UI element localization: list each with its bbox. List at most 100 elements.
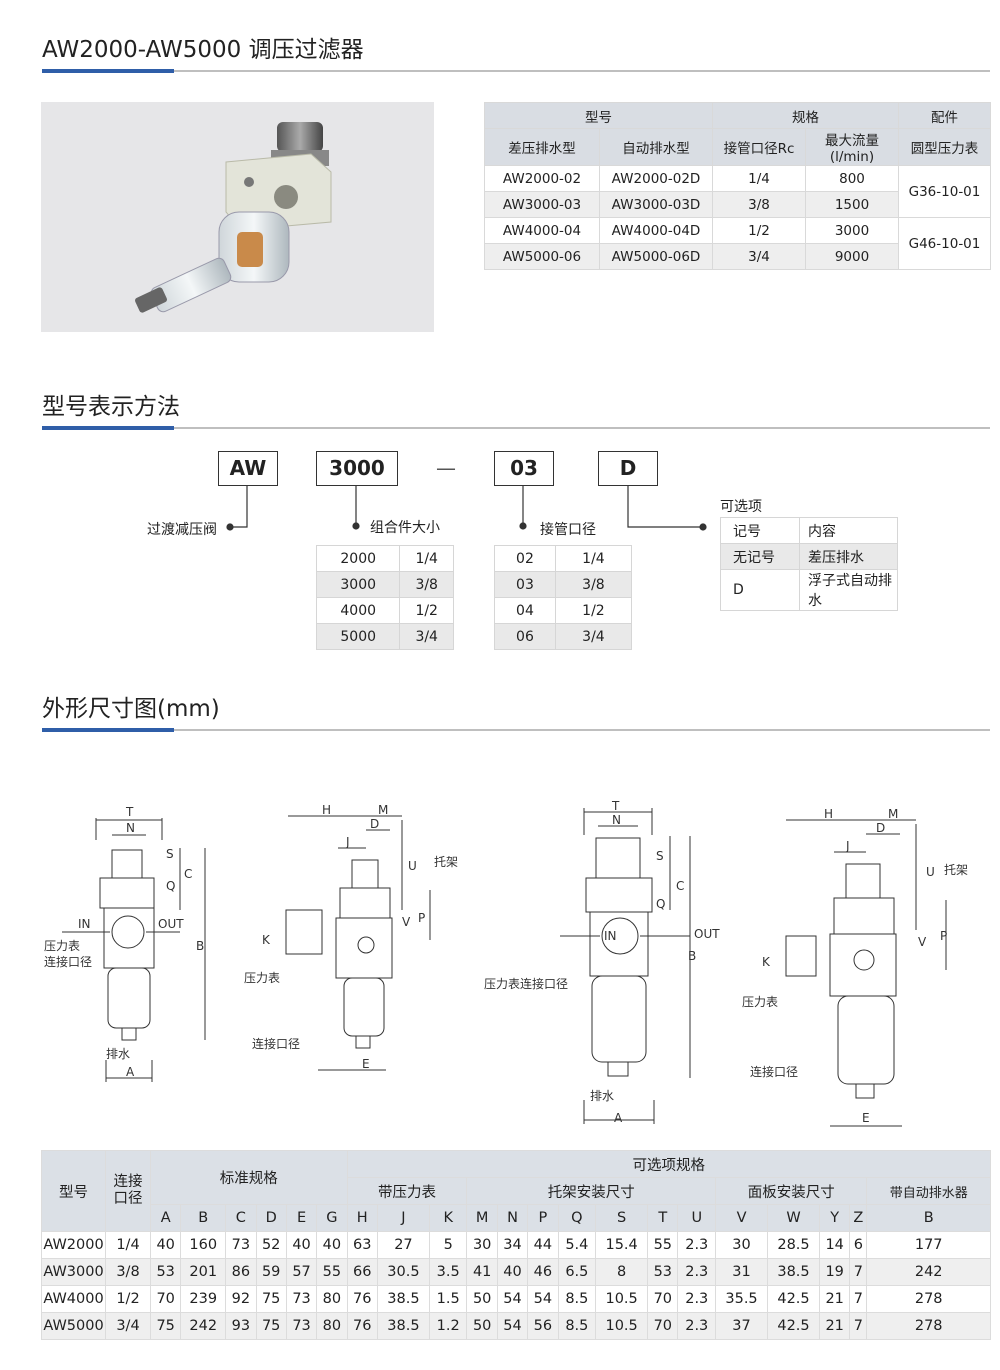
dim-cell: 52	[255, 1231, 287, 1259]
dim-cell: 76	[346, 1312, 378, 1340]
dim-cell: 8.5	[557, 1312, 597, 1340]
label-port: 接管口径	[540, 522, 596, 538]
dim-cell: 8.5	[557, 1285, 597, 1313]
dim-cell: 75	[149, 1312, 182, 1340]
dim-section-rule	[42, 728, 990, 732]
dim-cell: 10.5	[595, 1285, 649, 1313]
dim-cell: 6	[849, 1231, 868, 1259]
dim-col-header: C	[225, 1204, 257, 1232]
dim-cell: 35.5	[715, 1285, 769, 1313]
dim-cell: 55	[647, 1231, 679, 1259]
dim-h-port-a: 连接	[113, 1174, 143, 1190]
dim-cell: 41	[466, 1258, 498, 1286]
svg-text:托架: 托架	[434, 855, 458, 869]
spec-h-port: 接管口径Rc	[712, 128, 806, 166]
size-cell: 4000	[315, 597, 401, 624]
svg-text:IN: IN	[78, 917, 91, 931]
dim-cell: 3/8	[105, 1258, 151, 1286]
dim-h-std: 标准规格	[150, 1150, 348, 1205]
dim-cell: 7	[849, 1258, 868, 1286]
spec-gauge-1: G36-10-01	[898, 165, 991, 218]
dim-cell: 3.5	[428, 1258, 468, 1286]
dim-cell: 27	[376, 1231, 430, 1259]
dim-cell: 14	[818, 1231, 851, 1259]
dim-cell: 38.5	[376, 1285, 430, 1313]
dim-h-panel: 面板安装尺寸	[715, 1177, 868, 1205]
dim-col-header: V	[715, 1204, 769, 1232]
dim-cell: 56	[527, 1312, 559, 1340]
dim-h-auto: 带自动排水器	[866, 1177, 991, 1205]
dim-cell: 6.5	[557, 1258, 597, 1286]
label-option: 可选项	[720, 499, 762, 515]
svg-text:U: U	[408, 859, 417, 873]
dim-col-header: J	[376, 1204, 430, 1232]
dim-h-model: 型号	[41, 1150, 106, 1232]
dim-col-header: K	[428, 1204, 468, 1232]
dim-cell: 75	[255, 1312, 287, 1340]
dim-cell: AW3000	[41, 1258, 106, 1286]
dim-h-opt: 可选项规格	[346, 1150, 992, 1178]
size-cell: 1/2	[399, 597, 454, 624]
spec-cell: AW4000-04D	[599, 217, 713, 244]
svg-text:C: C	[676, 879, 684, 893]
dim-cell: AW4000	[41, 1285, 106, 1313]
dim-cell: 50	[466, 1285, 498, 1313]
dim-col-header: A	[149, 1204, 182, 1232]
dim-col-header: Q	[557, 1204, 597, 1232]
dim-cell: 30	[466, 1231, 498, 1259]
dim-cell: 63	[346, 1231, 378, 1259]
dim-cell: 93	[225, 1312, 257, 1340]
dim-cell: 54	[496, 1285, 529, 1313]
spec-cell: 1/4	[712, 165, 806, 192]
svg-text:压力表: 压力表	[244, 971, 280, 985]
spec-h-gauge: 圆型压力表	[898, 128, 991, 166]
dim-cell: 75	[255, 1285, 287, 1313]
spec-cell: 1/2	[712, 217, 806, 244]
dim-cell: 38.5	[376, 1312, 430, 1340]
spec-cell: AW2000-02	[484, 165, 600, 192]
svg-text:J: J	[845, 839, 850, 853]
product-photo	[41, 102, 434, 332]
svg-text:E: E	[862, 1111, 870, 1125]
spec-h-acc: 配件	[898, 102, 991, 129]
port-cell: 3/8	[554, 571, 633, 598]
spec-cell: 1500	[805, 191, 899, 218]
svg-text:M: M	[378, 803, 388, 817]
code-box-size: 3000	[316, 451, 398, 486]
dim-cell: 46	[527, 1258, 559, 1286]
dim-col-header: B	[866, 1204, 991, 1232]
dim-cell: AW5000	[41, 1312, 106, 1340]
svg-text:V: V	[402, 915, 411, 929]
dim-cell: 53	[149, 1258, 182, 1286]
spec-cell: AW4000-04	[484, 217, 600, 244]
size-cell: 3/8	[399, 571, 454, 598]
dim-cell: 55	[316, 1258, 348, 1286]
dim-cell: 242	[866, 1258, 991, 1286]
dim-col-header: E	[285, 1204, 318, 1232]
dim-cell: 40	[316, 1231, 348, 1259]
dim-cell: AW2000	[41, 1231, 106, 1259]
dim-cell: 278	[866, 1285, 991, 1313]
dim-col-header: U	[677, 1204, 717, 1232]
svg-text:M: M	[888, 807, 898, 821]
port-cell: 02	[494, 545, 556, 572]
size-cell: 2000	[315, 545, 401, 572]
dim-col-header: S	[595, 1204, 649, 1232]
dim-cell: 201	[180, 1258, 227, 1286]
svg-text:OUT: OUT	[694, 927, 720, 941]
option-cell: D	[720, 569, 800, 611]
size-cell: 5000	[315, 623, 401, 650]
dim-h-bracket: 托架安装尺寸	[466, 1177, 717, 1205]
port-cell: 06	[494, 623, 556, 650]
code-dash: —	[436, 456, 456, 480]
port-cell: 03	[494, 571, 556, 598]
spec-gauge-2: G46-10-01	[898, 217, 991, 270]
svg-text:B: B	[688, 949, 696, 963]
option-cell: 浮子式自动排水	[799, 569, 898, 611]
dim-cell: 19	[818, 1258, 851, 1286]
dim-cell: 70	[647, 1312, 679, 1340]
spec-cell: 800	[805, 165, 899, 192]
svg-text:E: E	[362, 1057, 370, 1071]
